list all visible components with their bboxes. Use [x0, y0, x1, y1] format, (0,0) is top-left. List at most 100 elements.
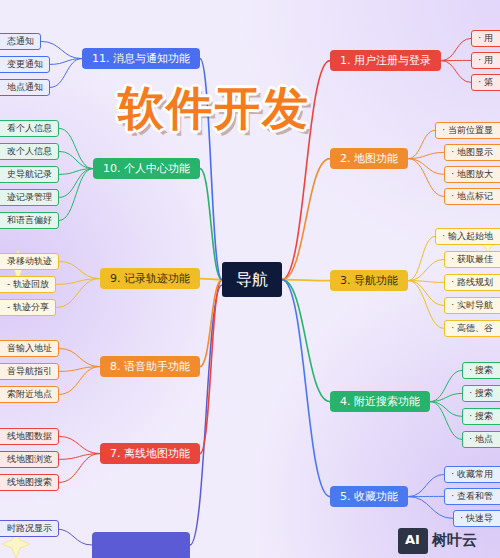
node-text: · 高德、谷 — [451, 323, 493, 334]
branch-connector — [200, 279, 222, 280]
branch-connector — [408, 236, 435, 280]
leaf-box: · 地点 — [462, 431, 500, 448]
star-decoration — [2, 232, 499, 558]
leaf-box: 时路况显示 — [0, 520, 59, 537]
branch-box: 4. 附近搜索功能 — [330, 391, 430, 412]
node-text: 和语言偏好 — [7, 215, 52, 226]
node-text: · 地图显示 — [451, 147, 493, 158]
branch-connector — [408, 159, 444, 175]
leaf-box: 迹记录管理 — [0, 189, 59, 206]
branch-connector — [408, 474, 444, 496]
leaf-box: · 地点标记 — [444, 188, 500, 205]
branch-connector — [408, 259, 444, 280]
branch-connector — [50, 59, 82, 88]
node-text: · 搜索 — [469, 365, 493, 376]
branch-connector — [59, 169, 93, 221]
node-text: 史导航记录 — [7, 169, 52, 180]
branch-connector — [56, 279, 100, 308]
node-text: · 收藏常用 — [451, 469, 493, 480]
branch-box: 5. 收藏功能 — [330, 486, 408, 507]
leaf-box: 线地图数据 — [0, 428, 59, 445]
node-text: · 输入起始地 — [442, 231, 493, 242]
leaf-box: - 轨迹分享 — [0, 299, 56, 316]
node-text: · 查看和管 — [451, 491, 493, 502]
node-text: 8. 语音助手功能 — [110, 360, 190, 373]
branch-box: 11. 消息与通知功能 — [82, 48, 200, 69]
branch-connector — [59, 151, 93, 168]
leaf-box: · 地图显示 — [444, 144, 500, 161]
leaf-box: · 收藏常用 — [444, 466, 500, 483]
node-text: 1. 用户注册与登录 — [340, 54, 431, 67]
branch-box: 2. 地图功能 — [330, 148, 408, 169]
node-text: - 轨迹回放 — [7, 279, 49, 290]
node-text: 改个人信息 — [7, 146, 52, 157]
leaf-box: · 高德、谷 — [444, 320, 500, 337]
node-text: 导航 — [236, 270, 268, 289]
watermark: 树叶云 — [432, 531, 477, 550]
node-text: · 获取最佳 — [451, 254, 493, 265]
branch-connector — [408, 152, 444, 158]
poster-title: 软件开发 — [118, 78, 310, 140]
node-text: 5. 收藏功能 — [340, 490, 398, 503]
watermark-logo — [398, 528, 428, 554]
branch-connector — [200, 169, 222, 280]
leaf-box: 态通知 — [0, 33, 41, 50]
node-text: 时路况显示 — [7, 523, 52, 534]
leaf-box: · 路线规划 — [444, 274, 500, 291]
branch-connector — [59, 367, 100, 395]
leaf-box: · 当前位置显 — [435, 122, 500, 139]
branch-connector — [430, 402, 462, 417]
branch-box: 8. 语音助手功能 — [100, 356, 200, 377]
branch-connector — [430, 370, 462, 401]
leaf-box: · 实时导航 — [444, 297, 500, 314]
leaf-box: · 搜索 — [462, 408, 500, 425]
node-text: 音输入地址 — [7, 343, 52, 354]
leaf-box: 音输入地址 — [0, 340, 59, 357]
leaf-box: 地点通知 — [0, 79, 50, 96]
branch-connector — [408, 281, 444, 329]
branch-box: 7. 离线地图功能 — [100, 443, 200, 464]
node-text: · 快速导 — [460, 513, 493, 524]
node-text: 线地图数据 — [7, 431, 52, 442]
node-text: - 轨迹分享 — [7, 302, 49, 313]
node-text: 索附近地点 — [7, 389, 52, 400]
leaf-box: 音导航指引 — [0, 363, 59, 380]
node-text: 线地图浏览 — [7, 454, 52, 465]
node-text: · 地图放大 — [451, 169, 493, 180]
leaf-box: 和语言偏好 — [0, 212, 59, 229]
node-text: · 用 — [478, 55, 493, 66]
branch-connector — [441, 61, 471, 83]
node-text: 音导航指引 — [7, 366, 52, 377]
leaf-box: 变更通知 — [0, 56, 50, 73]
branch-connector — [441, 38, 471, 60]
node-text: 3. 导航功能 — [340, 274, 398, 287]
node-text: 7. 离线地图功能 — [110, 447, 190, 460]
branch-box: 9. 记录轨迹功能 — [100, 268, 200, 289]
leaf-box: · 第 — [471, 74, 500, 91]
node-text: 地点通知 — [7, 82, 43, 93]
leaf-box: 史导航记录 — [0, 166, 59, 183]
branch-box: 1. 用户注册与登录 — [330, 50, 441, 71]
branch-connector — [59, 454, 100, 483]
node-text: 态通知 — [7, 36, 34, 47]
node-text: 看个人信息 — [7, 123, 52, 134]
node-text: 变更通知 — [7, 59, 43, 70]
node-text: · 用 — [478, 33, 493, 44]
branch-connector — [282, 159, 330, 280]
branch-connector — [430, 393, 462, 401]
branch-box: 3. 导航功能 — [330, 270, 408, 291]
leaf-box: 录移动轨迹 — [0, 253, 59, 270]
branch-connector — [430, 402, 462, 440]
node-text: · 实时导航 — [451, 300, 493, 311]
leaf-box: · 用 — [471, 52, 500, 69]
branch-connector — [59, 348, 100, 366]
node-text: 线地图搜索 — [7, 477, 52, 488]
node-text: · 地点 — [469, 434, 493, 445]
node-text: 2. 地图功能 — [340, 152, 398, 165]
node-text: 10. 个人中心功能 — [103, 162, 190, 175]
leaf-box: 线地图浏览 — [0, 451, 59, 468]
leaf-box: · 输入起始地 — [435, 228, 500, 245]
branch-connector — [200, 280, 222, 454]
branch-connector — [408, 281, 444, 306]
leaf-box: 改个人信息 — [0, 143, 59, 160]
